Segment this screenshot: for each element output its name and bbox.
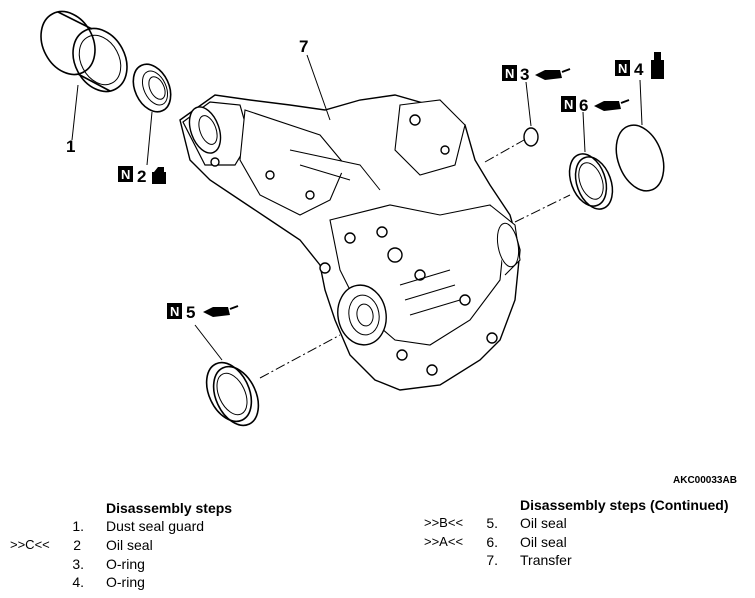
oil-seal-2-part (132, 63, 172, 113)
step-number: 2 (73, 537, 81, 553)
n-mark-4 (615, 60, 630, 76)
oil-seal-6-part (568, 153, 614, 210)
leader-line-7 (306, 54, 331, 121)
oil-can-icon (535, 68, 571, 80)
dust-seal-guard-part (40, 10, 128, 93)
step-text: O-ring (106, 556, 145, 572)
centerline-6 (514, 194, 571, 223)
step-text: O-ring (106, 574, 145, 590)
n-mark-4-text: N (618, 61, 627, 76)
right-steps-heading: Disassembly steps (Continued) (520, 497, 729, 513)
figure-code: AKC00033AB (673, 475, 737, 486)
sealant-tube-icon (651, 52, 664, 79)
n-mark-2-text: N (121, 167, 130, 182)
step-ref: >>C<< (10, 537, 50, 552)
leader-line-2 (146, 111, 153, 166)
step-text: Oil seal (520, 515, 567, 531)
o-ring-4-part (615, 124, 665, 192)
step-number: 5. (486, 515, 498, 531)
step-ref: >>A<< (424, 534, 464, 549)
step-number: 4. (72, 574, 84, 590)
step-ref: >>B<< (424, 515, 464, 530)
grease-can-icon (152, 167, 166, 184)
step-text: Transfer (520, 552, 572, 568)
n-mark-3-text: N (505, 66, 514, 81)
callout-3: 3 (520, 65, 529, 84)
leader-line-6 (582, 111, 586, 153)
centerline-5 (259, 334, 341, 379)
n-mark-3 (502, 65, 517, 81)
oil-can-icon-5 (203, 305, 239, 317)
oil-seal-5-part (205, 361, 260, 427)
step-text: Oil seal (106, 537, 153, 553)
n-mark-5 (167, 303, 182, 319)
n-mark-5-text: N (170, 304, 179, 319)
n-mark-2 (118, 166, 133, 182)
exploded-diagram: 1 N 2 (40, 10, 665, 427)
leader-line-1 (71, 84, 79, 141)
leader-line-3 (525, 81, 532, 127)
callout-4: 4 (634, 60, 644, 79)
o-ring-3-part (523, 127, 539, 147)
step-number: 6. (486, 534, 498, 550)
callout-7: 7 (299, 37, 308, 56)
oil-can-icon-6 (594, 99, 630, 111)
leader-line-5 (194, 324, 223, 361)
transfer-case-part (179, 94, 521, 391)
left-steps-heading: Disassembly steps (106, 500, 233, 516)
callout-5: 5 (186, 303, 195, 322)
n-mark-6-text: N (564, 97, 573, 112)
step-text: Oil seal (520, 534, 567, 550)
step-number: 3. (72, 556, 84, 572)
callout-1: 1 (66, 137, 75, 156)
step-number: 1. (72, 518, 84, 534)
callout-2: 2 (137, 167, 146, 186)
centerline-3 (484, 139, 525, 163)
step-number: 7. (486, 552, 498, 568)
n-mark-6 (561, 96, 576, 112)
step-text: Dust seal guard (106, 518, 205, 534)
leader-line-4 (639, 79, 643, 126)
callout-6: 6 (579, 96, 588, 115)
